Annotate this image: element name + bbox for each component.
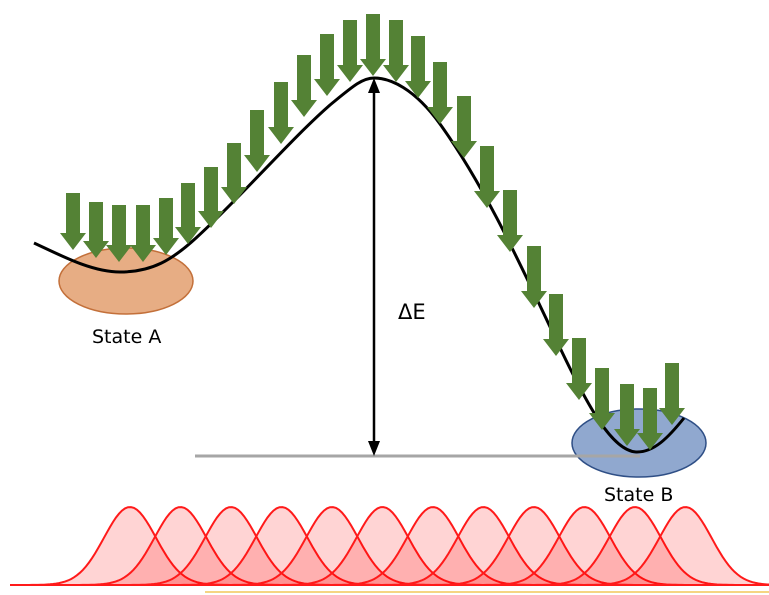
down-arrow-icon — [221, 143, 247, 204]
gaussian-hill — [76, 506, 284, 586]
down-arrow-icon — [543, 294, 569, 356]
gaussian-hill — [581, 506, 769, 586]
down-arrow-icon — [314, 34, 340, 96]
down-arrow-icon — [614, 384, 640, 446]
down-arrow-icon — [405, 36, 431, 98]
down-arrow-icon — [451, 96, 477, 158]
down-arrow-icon — [427, 62, 453, 124]
down-arrow-icon — [244, 110, 270, 172]
down-arrow-icon — [474, 146, 500, 208]
down-arrow-icon — [198, 167, 224, 228]
delta-e-label: ΔE — [398, 300, 426, 324]
down-arrow-icon — [83, 202, 109, 258]
delta-e-arrow-head-bottom — [368, 441, 380, 456]
gaussian-hill — [228, 506, 435, 586]
down-arrow-icon — [60, 193, 86, 250]
gaussian-bias-layer — [10, 506, 769, 586]
gaussian-hill — [531, 506, 738, 586]
gaussian-hill — [329, 506, 536, 586]
down-arrow-icon — [130, 205, 156, 262]
bias-arrows-layer — [60, 14, 685, 450]
down-arrow-icon — [659, 363, 685, 425]
gaussian-hill — [177, 506, 385, 586]
gaussian-hill — [480, 506, 688, 586]
gaussian-hill — [379, 506, 587, 586]
down-arrow-icon — [153, 198, 179, 255]
delta-e-arrow — [368, 78, 380, 456]
state-a-label: State A — [92, 326, 162, 348]
down-arrow-icon — [337, 20, 363, 82]
down-arrow-icon — [497, 190, 523, 252]
down-arrow-icon — [291, 55, 317, 117]
down-arrow-icon — [521, 246, 547, 308]
down-arrow-icon — [106, 205, 132, 262]
down-arrow-icon — [360, 14, 386, 76]
gaussian-hill — [430, 506, 637, 586]
gaussian-hill — [127, 506, 334, 586]
delta-e-arrow-head-top — [368, 78, 380, 93]
gaussian-hill — [26, 506, 233, 586]
gaussian-hill — [278, 506, 486, 586]
down-arrow-icon — [589, 368, 615, 430]
down-arrow-icon — [268, 82, 294, 144]
down-arrow-icon — [637, 388, 663, 450]
down-arrow-icon — [566, 338, 592, 400]
state-b-basin — [571, 408, 707, 478]
down-arrow-icon — [383, 20, 409, 82]
state-b-label: State B — [604, 484, 674, 506]
down-arrow-icon — [175, 183, 201, 244]
